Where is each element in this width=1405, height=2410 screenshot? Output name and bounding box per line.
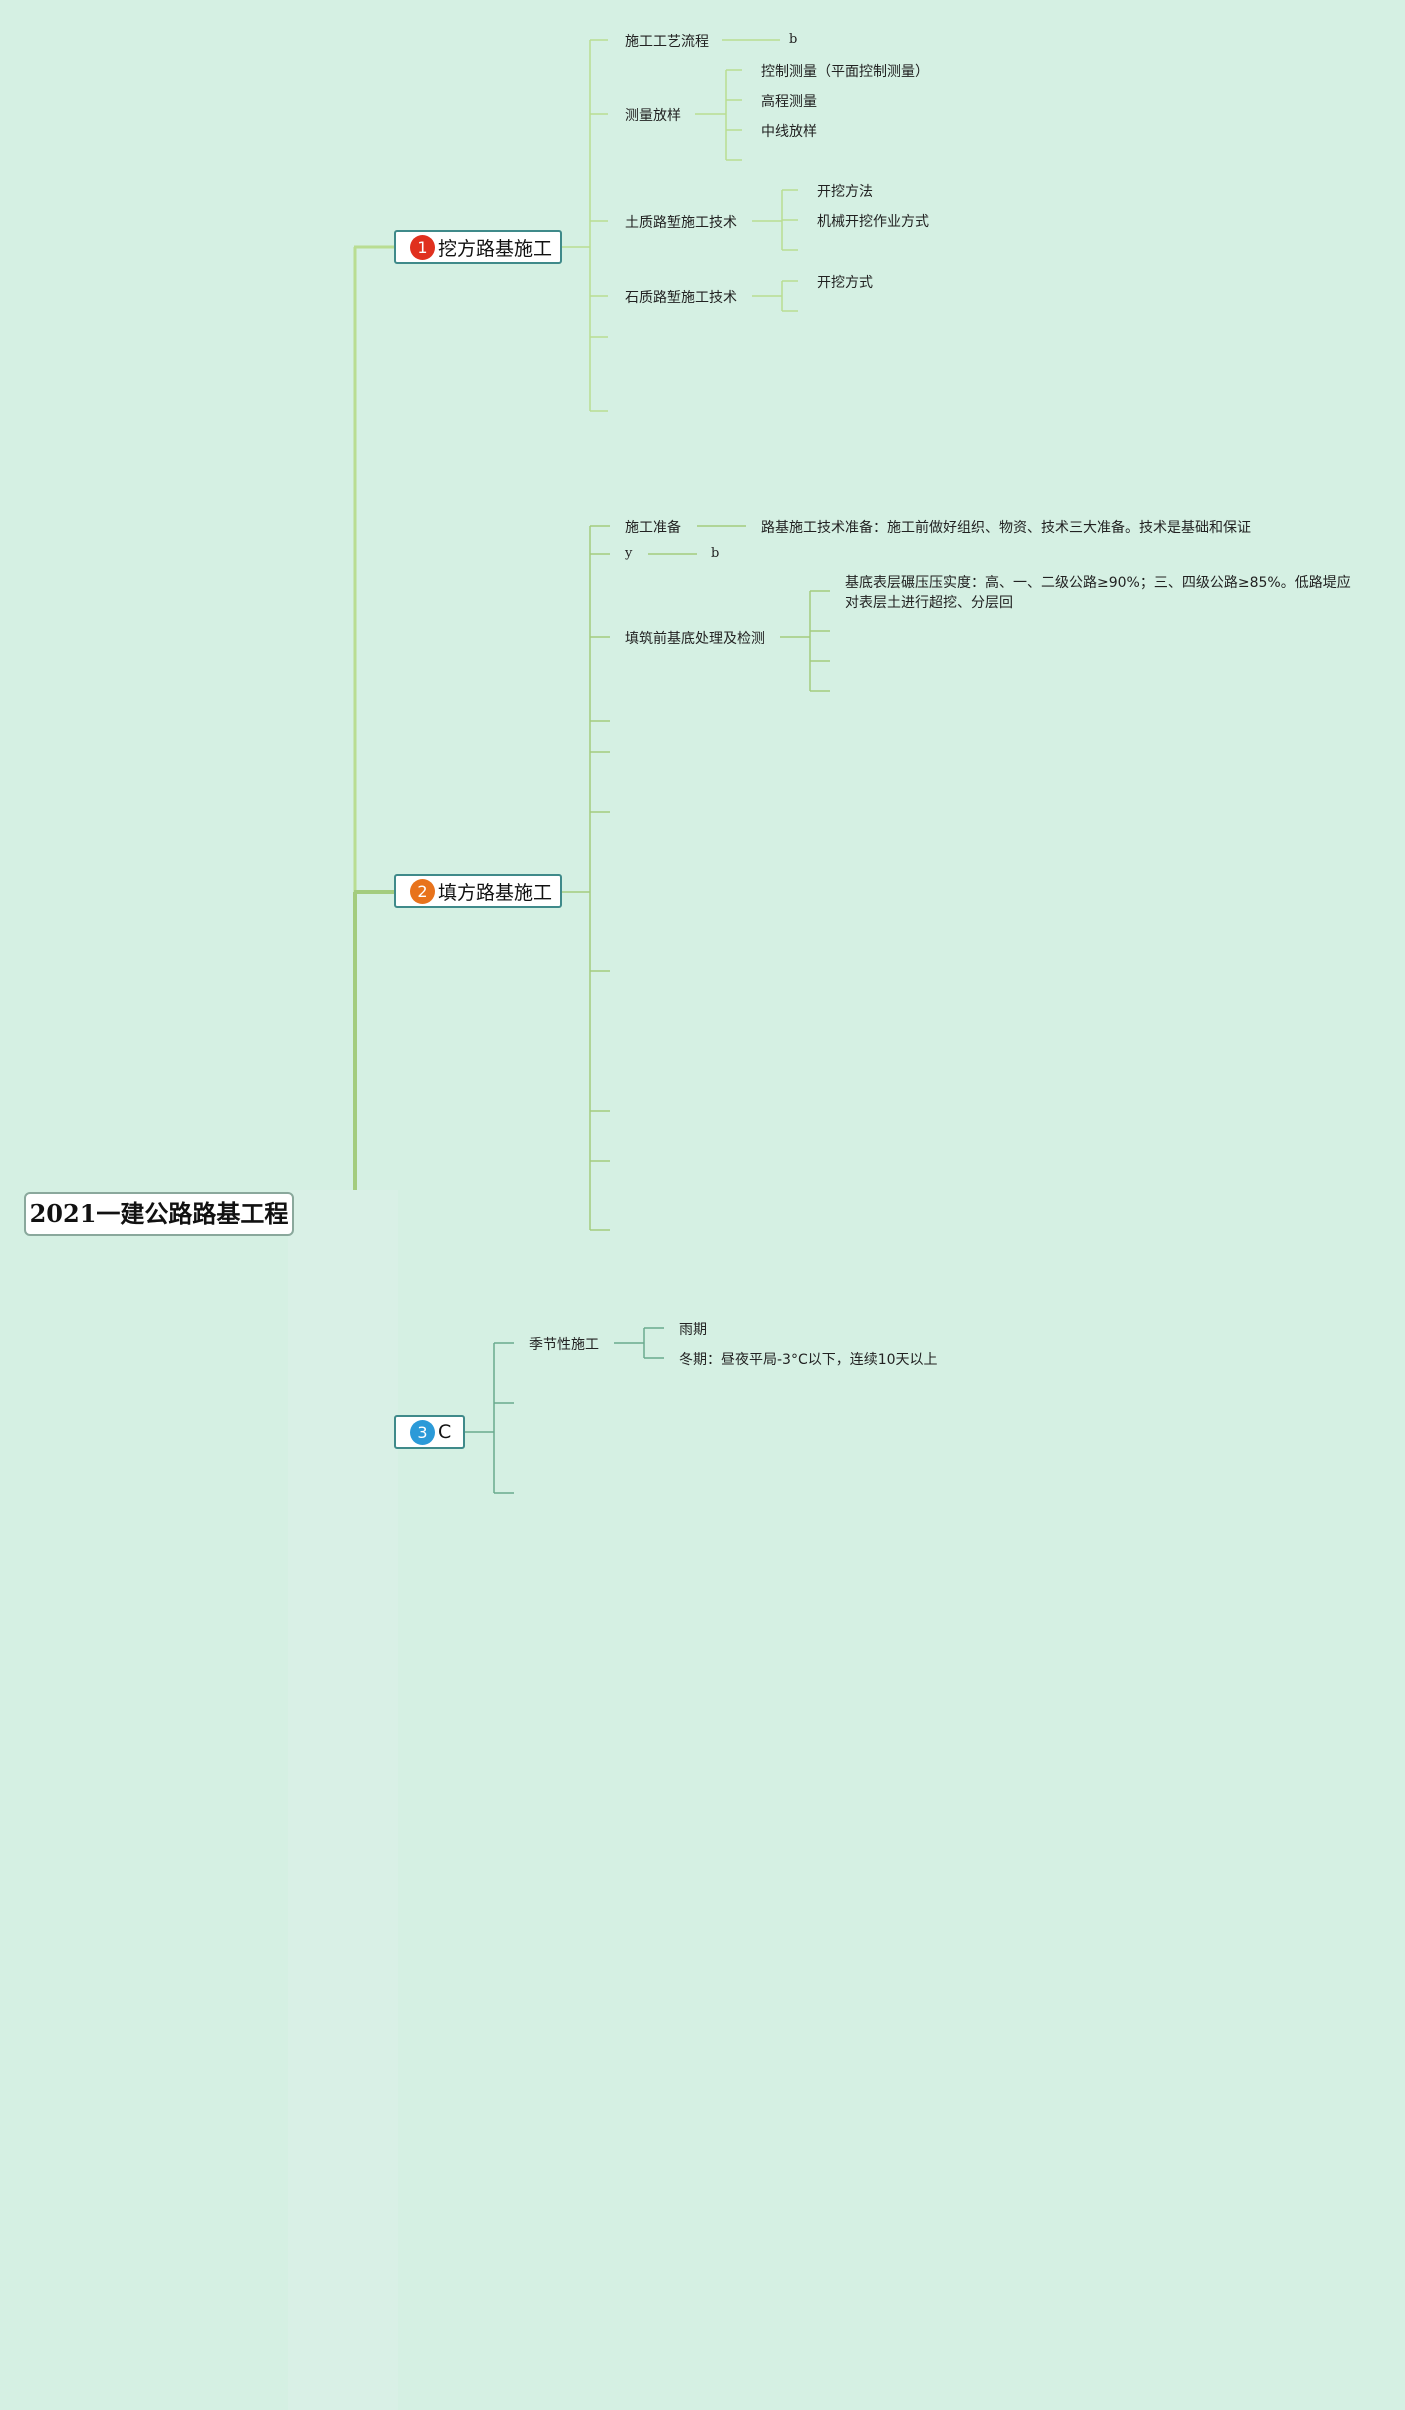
subtopic-excavation-mode[interactable]: 开挖方式 <box>817 275 873 291</box>
branch-label: 填方路基施工 <box>438 881 553 904</box>
branch-label: 挖方路基施工 <box>438 237 553 260</box>
subtopic-control-survey[interactable]: 控制测量（平面控制测量） <box>761 64 929 80</box>
topic-construction-prep[interactable]: 施工准备 <box>625 520 681 536</box>
topic-seasonal-construction[interactable]: 季节性施工 <box>529 1337 599 1353</box>
subtopic-rainy-season[interactable]: 雨期 <box>679 1322 707 1338</box>
subtopic-mechanical-excavation[interactable]: 机械开挖作业方式 <box>817 214 929 230</box>
branch-node-1[interactable]: 1 挖方路基施工 <box>394 230 562 264</box>
branch-label: C <box>438 1421 452 1443</box>
topic-y[interactable]: y <box>625 546 633 561</box>
branch-node-2[interactable]: 2 填方路基施工 <box>394 874 562 908</box>
topic-construction-process[interactable]: 施工工艺流程 <box>625 34 709 50</box>
subtopic-centerline-setout[interactable]: 中线放样 <box>761 124 817 140</box>
trunk-shade <box>288 1190 398 2410</box>
subtopic-base-compaction[interactable]: 基底表层碾压压实度：高、一、二级公路≥90%；三、四级公路≥85%。低路堤应对表… <box>845 575 1351 611</box>
subtopic-excavation-method[interactable]: 开挖方法 <box>817 184 873 200</box>
topic-base-treatment[interactable]: 填筑前基底处理及检测 <box>625 631 765 647</box>
number-badge-icon: 1 <box>410 234 435 260</box>
number-badge-icon: 2 <box>410 878 435 904</box>
topic-soil-cutting[interactable]: 土质路堑施工技术 <box>625 215 737 231</box>
topic-note[interactable]: b <box>789 32 798 47</box>
subtopic-technical-prep[interactable]: 路基施工技术准备：施工前做好组织、物资、技术三大准备。技术是基础和保证 <box>761 520 1251 536</box>
subtopic-elevation-survey[interactable]: 高程测量 <box>761 94 817 110</box>
root-title: 2021一建公路路基工程 <box>29 1199 289 1228</box>
branch-1-lines <box>561 39 798 412</box>
topic-rock-cutting[interactable]: 石质路堑施工技术 <box>625 290 737 306</box>
root-node[interactable]: 2021一建公路路基工程 <box>24 1192 294 1236</box>
topic-survey-setout[interactable]: 测量放样 <box>625 108 681 124</box>
branch-node-3[interactable]: 3 C <box>394 1415 465 1449</box>
branch-3-lines <box>464 1327 664 1494</box>
topic-y-note[interactable]: b <box>711 546 720 561</box>
branch-2-lines <box>561 525 830 1231</box>
number-badge-icon: 3 <box>410 1419 435 1445</box>
subtopic-winter-season[interactable]: 冬期：昼夜平局-3°C以下，连续10天以上 <box>679 1352 938 1368</box>
